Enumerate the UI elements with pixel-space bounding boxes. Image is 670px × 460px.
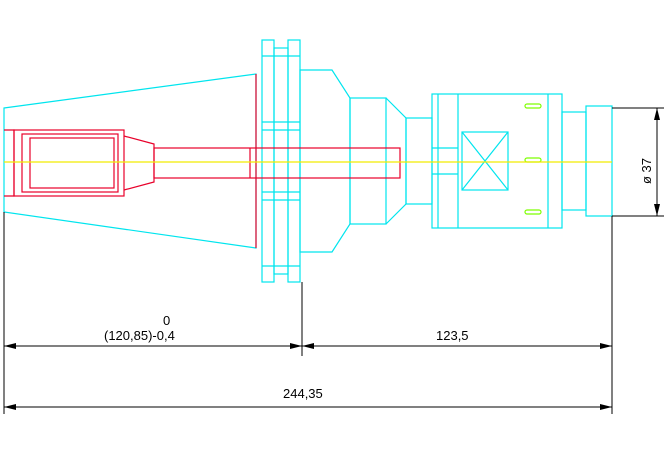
nut-marks bbox=[524, 103, 542, 215]
tolerance-upper-label: 0 bbox=[163, 313, 170, 328]
cutting-part bbox=[4, 74, 401, 248]
diameter-label: ø 37 bbox=[639, 158, 654, 184]
tool-holder-outline bbox=[3, 39, 613, 283]
overall-length-label: 244,35 bbox=[283, 386, 323, 401]
dimension-lines bbox=[3, 107, 664, 414]
right-length-label: 123,5 bbox=[436, 328, 469, 343]
left-length-label: (120,85)-0,4 bbox=[104, 328, 175, 343]
